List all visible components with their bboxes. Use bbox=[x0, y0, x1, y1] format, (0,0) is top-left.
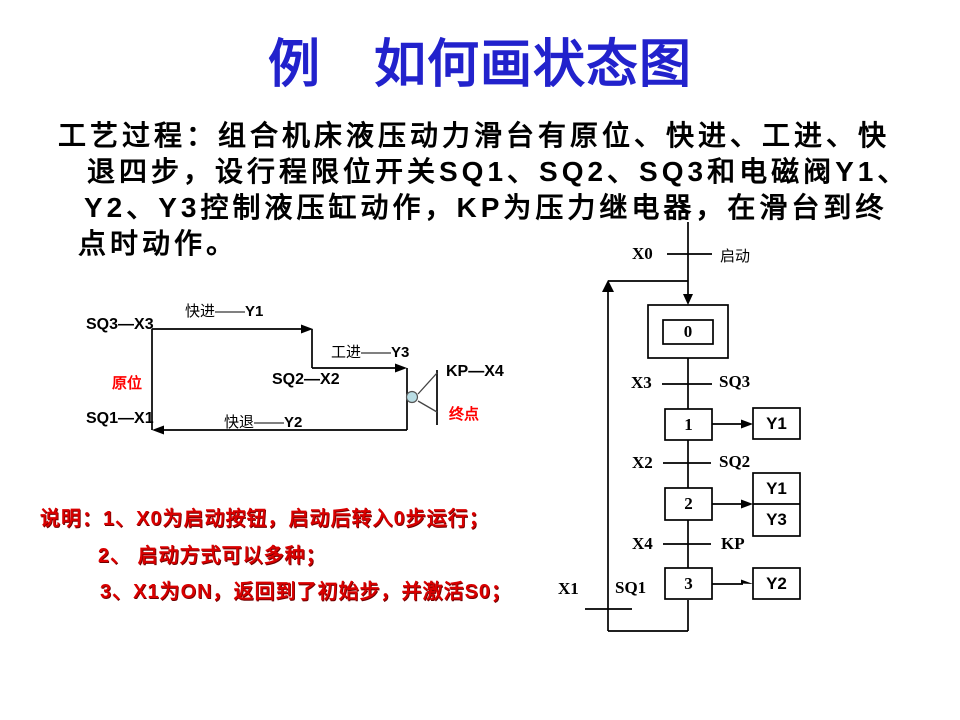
arrow-work-forward bbox=[395, 363, 407, 373]
transition-sq2-label: SQ2 bbox=[719, 452, 751, 471]
arrow-return-up bbox=[602, 280, 614, 292]
tool-tip-circle bbox=[405, 390, 419, 404]
label-sq2-x2: SQ2—X2 bbox=[272, 371, 340, 388]
note-line-1: 说明：1、X0为启动按钮，启动后转入0步运行； bbox=[40, 508, 490, 530]
paragraph-line-4: 点时动作。 bbox=[78, 228, 239, 259]
fast-return-text: 快退—— bbox=[224, 414, 285, 431]
paragraph-line-2: 退四步，设行程限位开关SQ1、SQ2、SQ3和电磁阀Y1、 bbox=[87, 156, 910, 187]
arrow-to-y1 bbox=[741, 419, 753, 429]
state-2-box bbox=[664, 487, 713, 521]
transition-x0-label: X0 bbox=[632, 244, 653, 263]
state-0-label: 0 bbox=[683, 322, 693, 341]
state-1-label: 1 bbox=[684, 414, 693, 434]
work-forward-text: 工进—— bbox=[331, 344, 392, 361]
fast-return-output: Y2 bbox=[284, 414, 303, 431]
arrow-fast-return bbox=[152, 425, 164, 435]
label-end-position: 终点 bbox=[449, 406, 480, 423]
label-fast-forward: 快进——Y1 bbox=[185, 300, 263, 321]
state-diagram-lines bbox=[585, 222, 743, 632]
transition-x3-label: X3 bbox=[631, 373, 652, 392]
label-sq1-x1: SQ1—X1 bbox=[86, 410, 154, 427]
work-forward-output: Y3 bbox=[391, 344, 410, 361]
transition-x2-label: X2 bbox=[632, 453, 653, 472]
state-3-label: 3 bbox=[684, 573, 693, 593]
state-2-label: 2 bbox=[684, 494, 693, 513]
arrow-fast-forward bbox=[301, 324, 313, 334]
output-y2-box bbox=[752, 567, 801, 600]
transition-start-label: 启动 bbox=[720, 248, 751, 265]
output-step1-label: Y1 bbox=[766, 413, 787, 433]
label-sq3-x3: SQ3—X3 bbox=[86, 316, 154, 333]
transition-kp-label: KP bbox=[721, 534, 745, 553]
arrow-to-y1-y3 bbox=[741, 499, 753, 509]
arrow-to-y2 bbox=[741, 579, 753, 589]
note-line-3: 3、X1为ON，返回到了初始步，并激活S0； bbox=[100, 581, 513, 603]
arrow-into-state-0 bbox=[683, 294, 693, 305]
output-y1-box bbox=[752, 407, 801, 440]
state-diagram-arrowheads bbox=[602, 280, 753, 589]
output-step3-label: Y2 bbox=[766, 573, 787, 593]
label-fast-return: 快退——Y2 bbox=[224, 411, 302, 432]
note-line-2: 2、 启动方式可以多种； bbox=[98, 545, 327, 567]
fast-forward-output: Y1 bbox=[245, 303, 264, 320]
state-3-box bbox=[664, 567, 713, 600]
workpiece-symbol bbox=[405, 370, 438, 425]
state-1-box bbox=[664, 408, 713, 441]
label-home-position: 原位 bbox=[112, 375, 143, 392]
output-step2b-label: Y3 bbox=[766, 510, 787, 529]
output-step2a-label: Y1 bbox=[766, 478, 787, 498]
transition-sq1-label: SQ1 bbox=[615, 578, 647, 597]
transition-x1-label: X1 bbox=[558, 579, 579, 598]
transition-x4-label: X4 bbox=[632, 534, 653, 553]
page-title: 例 如何画状态图 bbox=[267, 34, 692, 95]
transition-sq3-label: SQ3 bbox=[719, 372, 751, 391]
label-work-forward: 工进——Y3 bbox=[331, 341, 409, 362]
fast-forward-text: 快进—— bbox=[185, 303, 246, 320]
state-0-inner-box bbox=[662, 319, 714, 345]
paragraph-line-1: 工艺过程：组合机床液压动力滑台有原位、快进、工进、快 bbox=[58, 120, 891, 151]
state-diagram-boxes bbox=[647, 304, 801, 600]
label-kp-x4: KP—X4 bbox=[446, 363, 504, 380]
paragraph-line-3: Y2、Y3控制液压缸动作，KP为压力继电器，在滑台到终 bbox=[84, 192, 888, 223]
path-diagram-arrowheads bbox=[152, 324, 407, 435]
